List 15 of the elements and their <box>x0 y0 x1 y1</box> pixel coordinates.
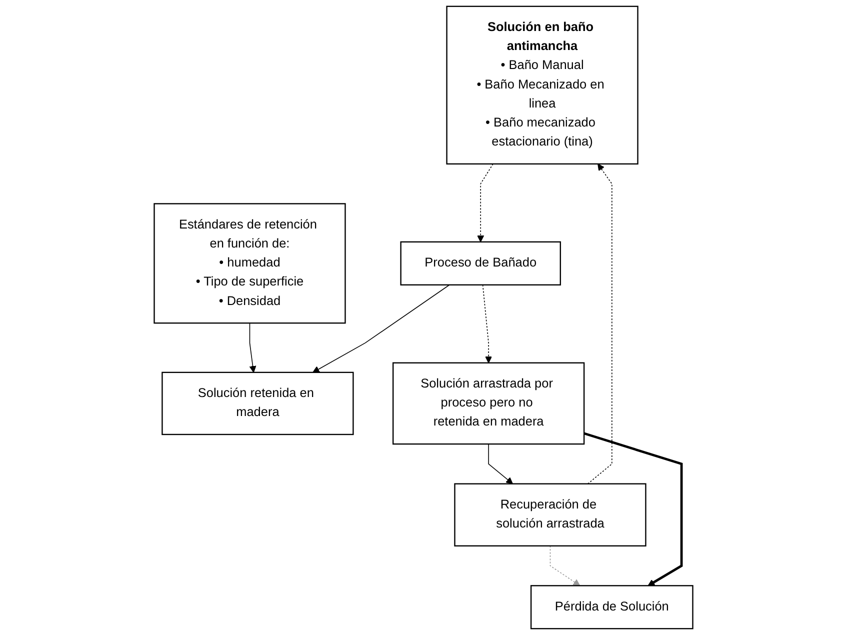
node-box: Proceso de Bañado <box>400 241 561 286</box>
node-box: Pérdida de Solución <box>530 585 694 630</box>
arrow <box>550 545 580 586</box>
node-box: Estándares de retención en función de: • humedad • Tipo de superficie • Densidad <box>154 203 346 324</box>
node-box: Recuperación de solución arrastrada <box>454 483 646 546</box>
node-box: Solución en baño antimancha • Baño Manual • Baño Mecanizado en linea • Baño mecanizado estacionario (tina) <box>446 6 638 165</box>
arrow <box>482 284 492 364</box>
arrow <box>587 164 612 484</box>
arrow <box>488 444 513 484</box>
arrow <box>249 322 256 373</box>
arrow <box>477 164 494 242</box>
node-box: Solución retenida en madera <box>162 372 354 436</box>
arrow <box>584 432 683 586</box>
node-box: Solución arrastrada por proceso pero no retenida en madera <box>392 362 585 445</box>
arrow <box>312 284 450 373</box>
